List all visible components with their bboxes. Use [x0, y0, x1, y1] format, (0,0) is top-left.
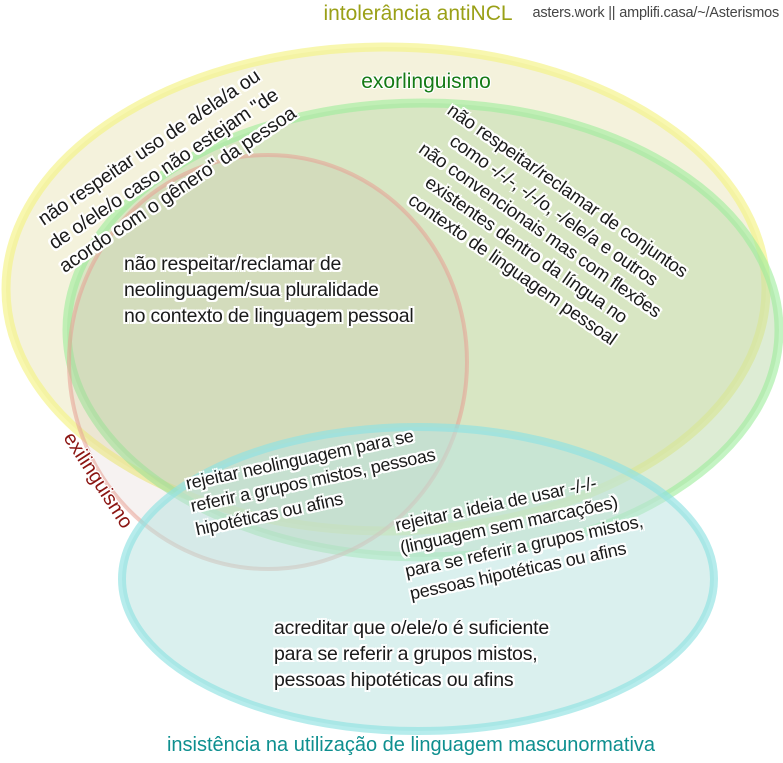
set-label-exorlinguismo: exorlinguismo [361, 70, 491, 93]
set-label-antincl: intolerância antiNCL [323, 2, 513, 25]
set-ellipse-mascunormativa [118, 423, 718, 735]
region-text-antincl-exor-exil: não respeitar/reclamar de neolinguagem/s… [124, 253, 414, 327]
region-text-masc-only: acreditar que o/ele/o é suficiente para … [274, 617, 550, 691]
credit-text: asters.work || amplifi.casa/~/Asterismos [532, 5, 779, 21]
set-label-mascunormativa: insistência na utilização de linguagem m… [166, 734, 656, 756]
